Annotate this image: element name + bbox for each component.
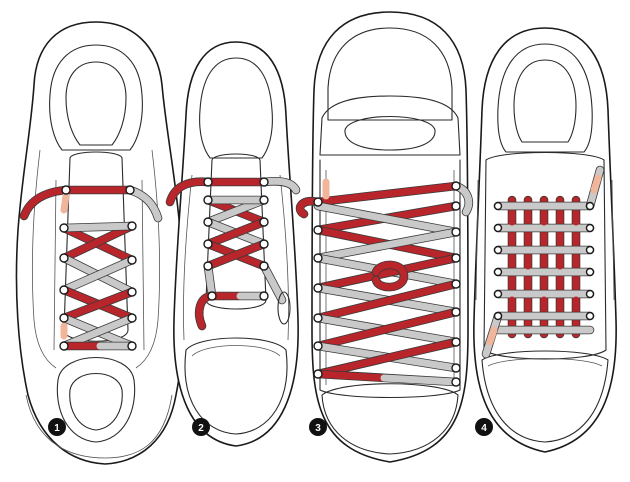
shoe-4-side-right	[611, 179, 615, 301]
shoe-1-eyelet-strip-left	[53, 179, 57, 351]
shoe-4-toe-cap	[481, 350, 609, 443]
shoe-4-laces	[481, 165, 605, 359]
shoe-4-number: 4	[481, 423, 487, 434]
shoe-1-eyelet-strip-right	[141, 179, 145, 351]
shoe-1-toe-panel	[56, 356, 136, 443]
shoe-1-toe-inner	[69, 372, 123, 431]
shoe-3-collar-opening	[344, 116, 436, 151]
shoe-1-side-panel-left	[31, 149, 57, 369]
shoe-2-side-left	[183, 174, 193, 341]
shoe-1-eyelets	[59, 185, 137, 351]
shoe-2-eyelet-slot	[277, 291, 291, 325]
shoe-2-number-badge: 2	[192, 418, 210, 436]
shoe-2: 2	[165, 41, 301, 447]
shoe-3-collar-outer	[327, 27, 453, 121]
shoe-3-number: 3	[315, 423, 321, 434]
shoe-1-tongue	[63, 151, 129, 342]
shoe-1-collar-inner	[65, 61, 127, 146]
shoe-1-sole-line	[25, 394, 173, 459]
shoe-2-outline	[173, 41, 299, 447]
shoe-2-collar	[199, 57, 273, 159]
shoe-4-collar-inner	[513, 59, 577, 143]
shoe-3-eyelets	[313, 181, 461, 387]
shoe-2-eyelets	[203, 177, 269, 301]
shoe-2-toe-stitch	[191, 345, 281, 357]
shoe-4-toe-stitch	[487, 358, 603, 367]
shoe-1: 1	[15, 21, 185, 465]
shoe-2-number: 2	[198, 423, 204, 434]
shoe-3: 3	[295, 11, 473, 463]
shoe-3-upper-panel	[319, 159, 461, 399]
shoe-4-number-badge: 4	[475, 418, 493, 436]
shoe-3-number-badge: 3	[309, 418, 327, 436]
shoe-3-toe-cap	[321, 383, 459, 455]
shoe-1-side-panel-right	[135, 149, 161, 369]
shoe-3-laces	[295, 178, 473, 387]
shoe-1-number-badge: 1	[48, 418, 66, 436]
shoe-4: 4	[473, 27, 617, 453]
shoe-3-collar-padding	[319, 95, 461, 156]
shoe-1-number: 1	[54, 423, 60, 434]
shoe-1-laces	[19, 185, 163, 351]
shoe-4-side-left	[475, 179, 479, 301]
shoe-2-side-right	[279, 174, 289, 341]
shoe-4-upper-panel	[483, 151, 607, 360]
shoe-4-eyelets	[493, 201, 595, 321]
shoe-2-toe-cap	[184, 337, 288, 435]
shoe-1-collar	[49, 44, 143, 151]
